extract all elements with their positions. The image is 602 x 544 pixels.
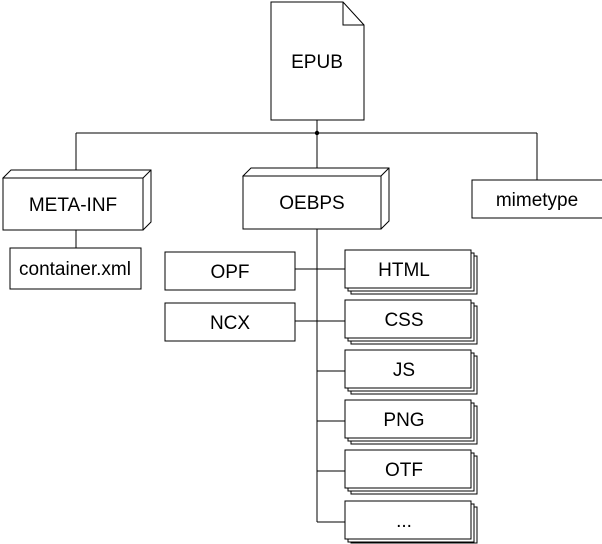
meta-inf-node: META-INF bbox=[2, 169, 152, 231]
oebps-label: OEBPS bbox=[279, 193, 344, 214]
resource-label: PNG bbox=[383, 410, 424, 431]
resource-label: HTML bbox=[378, 260, 430, 281]
opf-node: OPF bbox=[164, 251, 296, 291]
oebps-box-edge bbox=[380, 167, 390, 177]
opf-box bbox=[164, 251, 296, 291]
container-box bbox=[9, 247, 142, 290]
resource-css: CSS bbox=[344, 299, 478, 345]
stack-front bbox=[344, 249, 472, 289]
resource-label: CSS bbox=[384, 310, 423, 331]
resource-label: ... bbox=[396, 511, 412, 532]
stack-front bbox=[344, 349, 472, 389]
oebps-box-face bbox=[242, 175, 382, 230]
stack-front bbox=[344, 500, 472, 540]
epub-node: EPUB bbox=[270, 1, 365, 121]
oebps-node: OEBPS bbox=[242, 167, 390, 230]
container-label: container.xml bbox=[19, 259, 131, 280]
document-fold bbox=[342, 2, 364, 26]
resource-label: JS bbox=[393, 360, 415, 381]
container-node: container.xml bbox=[9, 247, 142, 290]
meta-inf-label: META-INF bbox=[29, 195, 117, 216]
mimetype-box bbox=[471, 179, 602, 219]
resource-png: PNG bbox=[344, 399, 478, 445]
connectors bbox=[75, 120, 538, 523]
stack-front bbox=[344, 449, 472, 489]
resource-otf: OTF bbox=[344, 449, 478, 495]
mimetype-label: mimetype bbox=[496, 190, 578, 211]
document-icon bbox=[270, 1, 365, 121]
epub-label: EPUB bbox=[291, 52, 343, 73]
stack-front bbox=[344, 299, 472, 339]
resource-html: HTML bbox=[344, 249, 478, 295]
resource-js: JS bbox=[344, 349, 478, 395]
ncx-box bbox=[164, 302, 296, 342]
resource-more: ... bbox=[344, 500, 478, 544]
ncx-node: NCX bbox=[164, 302, 296, 342]
resource-label: OTF bbox=[385, 460, 423, 481]
meta-inf-box-face bbox=[2, 177, 144, 231]
meta-inf-box-edge bbox=[142, 169, 152, 179]
mimetype-node: mimetype bbox=[471, 179, 602, 219]
ncx-label: NCX bbox=[210, 313, 250, 334]
stack-front bbox=[344, 399, 472, 439]
opf-label: OPF bbox=[210, 262, 249, 283]
